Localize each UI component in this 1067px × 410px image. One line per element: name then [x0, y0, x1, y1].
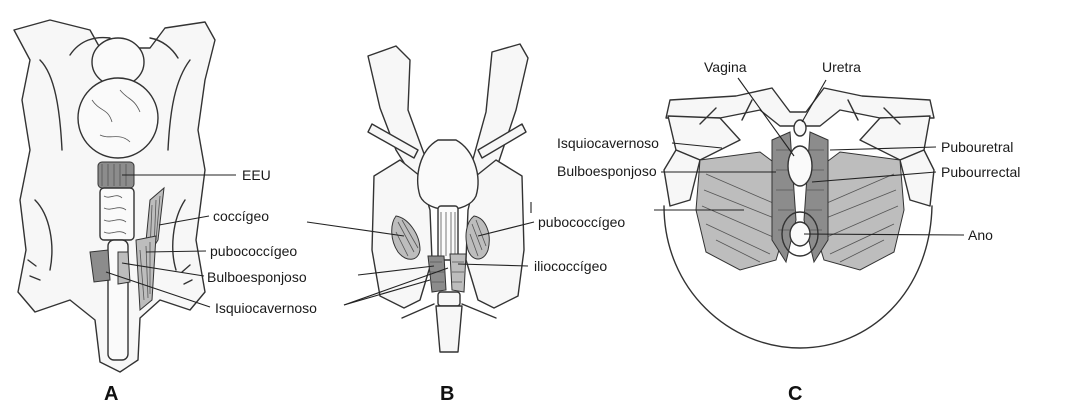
label-a-coccigeo: coccígeo: [213, 208, 269, 224]
label-a-isquiocavernoso: Isquiocavernoso: [215, 300, 317, 316]
label-c-pubouretral: Pubouretral: [941, 139, 1013, 155]
panel-letter-c: C: [788, 383, 802, 405]
label-c-uretra: Uretra: [822, 59, 861, 75]
label-c-pubourrectal: Pubourrectal: [941, 164, 1020, 180]
label-b-iliococcigeo: iliococcígeo: [534, 258, 607, 274]
panel-a-bulbospongiosus: [90, 250, 110, 282]
label-a-bulboesponjoso: Bulboesponjoso: [207, 269, 307, 285]
panel-b-drawing: [368, 44, 528, 352]
label-a-pubococcigeo: pubococcígeo: [210, 243, 297, 259]
panel-a-drawing: [14, 20, 215, 372]
label-c-vagina: Vagina: [704, 59, 747, 75]
panel-b-bladder: [418, 140, 478, 210]
label-c-bulboesponjoso: Bulboesponjoso: [557, 163, 657, 179]
label-c-ano: Ano: [968, 227, 993, 243]
panel-c-urethra: [794, 120, 806, 136]
label-a-eeu: EEU: [242, 167, 271, 183]
panel-letter-a: A: [104, 383, 118, 405]
panel-c-drawing: [664, 88, 934, 348]
label-b-pubococcigeo: pubococcígeo: [538, 214, 625, 230]
panel-letter-b: B: [440, 383, 454, 405]
label-c-isquiocavernoso: Isquiocavernoso: [557, 135, 659, 151]
panel-a-bladder: [78, 78, 158, 158]
